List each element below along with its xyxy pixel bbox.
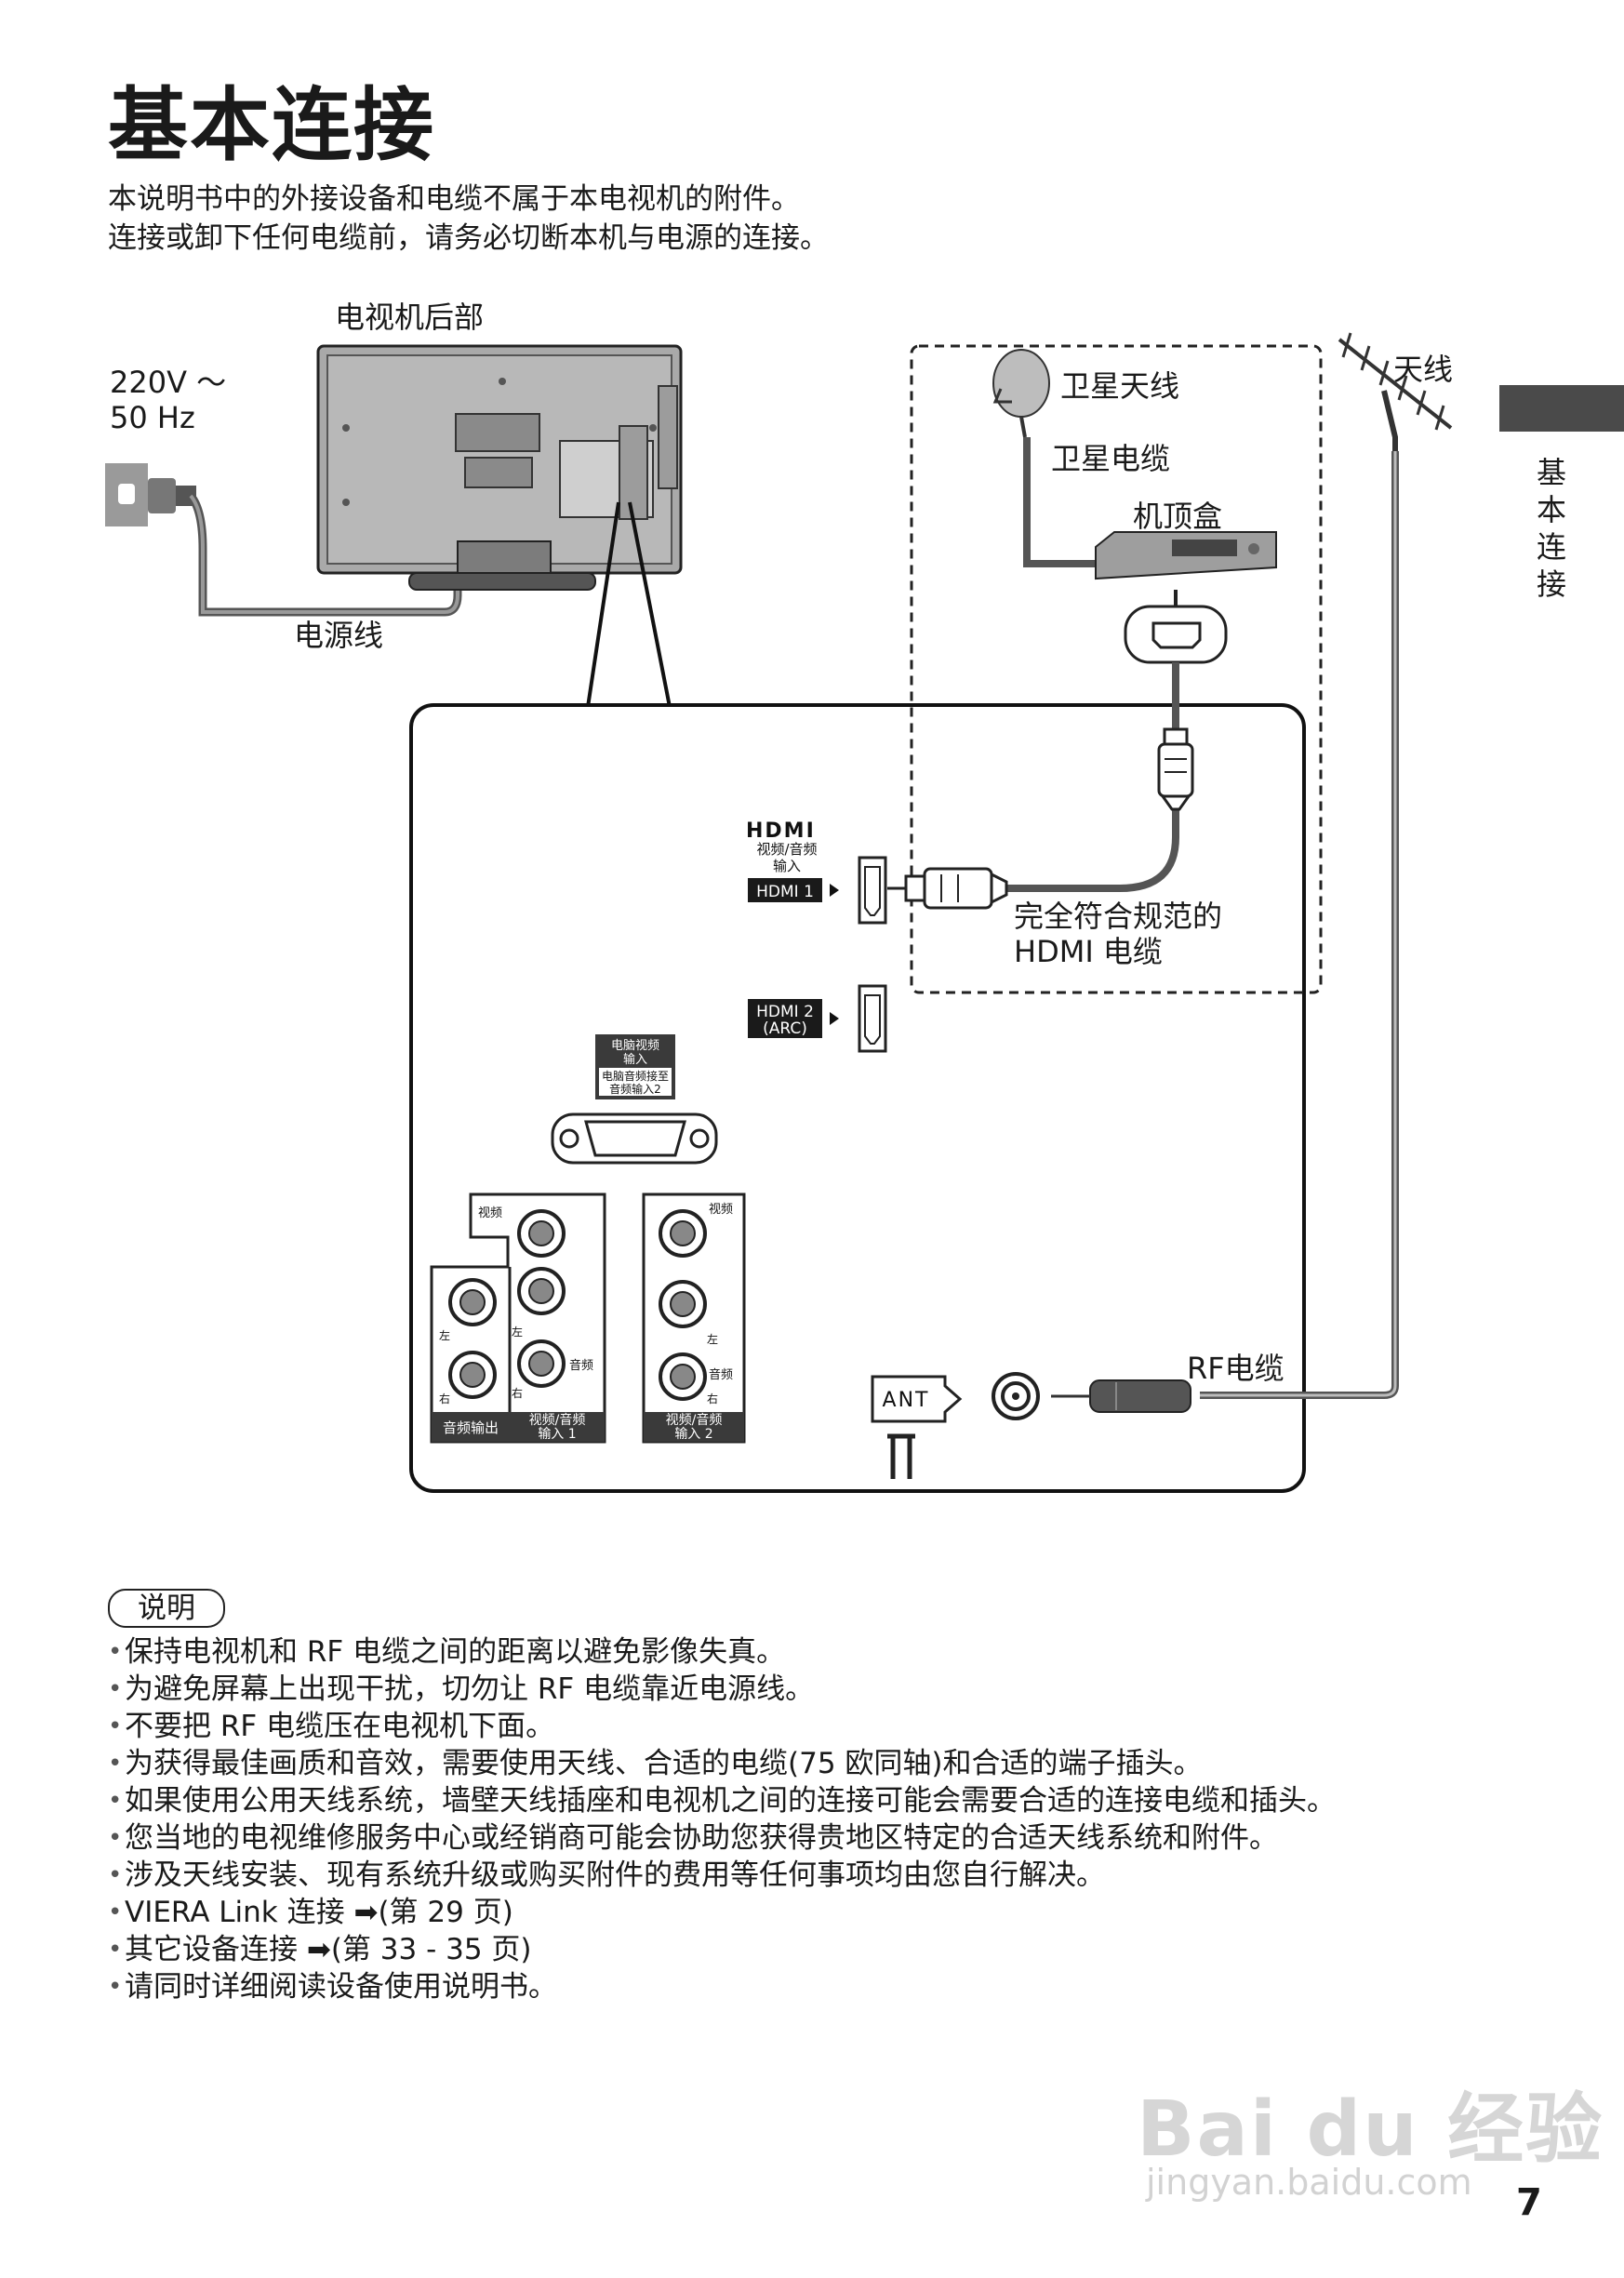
hdmi-cable-label-1: 完全符合规范的: [1014, 899, 1223, 934]
list-item: 为获得最佳画质和音效，需要使用天线、合适的电缆(75 欧同轴)和合适的端子插头。: [108, 1745, 1484, 1782]
settop-box-icon: [1095, 531, 1277, 580]
hdmi-cable: [1006, 662, 1179, 892]
pc-label-2: 输入: [623, 1052, 647, 1067]
watermark-url: jingyan.baidu.com: [1146, 2162, 1472, 2203]
power-spec-line2: 50 Hz: [110, 400, 195, 435]
hdmi-av-in-label-1: 视频/音频: [756, 841, 817, 858]
list-item: 请同时详细阅读设备使用说明书。: [108, 1968, 1484, 2005]
av2-video-label: 视频: [709, 1203, 733, 1217]
pc-audio-label-1: 电脑音频接至: [602, 1069, 669, 1083]
hdmi1-port: [858, 856, 887, 925]
list-item: 保持电视机和 RF 电缆之间的距离以避免影像失真。: [108, 1633, 1484, 1671]
av2-left-label: 左: [707, 1332, 718, 1346]
av1-right-label: 右: [512, 1386, 523, 1400]
hdmi2-label-1: HDMI 2: [756, 1003, 814, 1021]
watermark-brand: Bai du 经验: [1137, 2085, 1604, 2174]
av-in1-label-2: 输入 1: [538, 1427, 576, 1442]
zoom-callout-lines: [586, 501, 672, 708]
wall-outlet-icon: [105, 463, 196, 526]
hdmi-cable-label-2: HDMI 电缆: [1014, 934, 1163, 969]
page-title: 基本连接: [108, 79, 435, 172]
satellite-dish-label: 卫星天线: [1060, 368, 1180, 404]
av1-left-label: 左: [512, 1325, 523, 1339]
intro-line-1: 本说明书中的外接设备和电缆不属于本电视机的附件。: [108, 182, 800, 216]
ant-tag: [871, 1375, 963, 1479]
aout-right-label: 右: [439, 1392, 450, 1405]
hdmi2-badge: [748, 999, 822, 1038]
ant-jack-icon: [992, 1372, 1040, 1420]
antenna-label: 天线: [1393, 352, 1454, 387]
list-item: 不要把 RF 电缆压在电视机下面。: [108, 1708, 1484, 1745]
pc-label-1: 电脑视频: [611, 1039, 659, 1053]
satellite-dish-icon: [992, 349, 1050, 438]
rca-jacks: [448, 1209, 707, 1401]
list-item: 您当地的电视维修服务中心或经销商可能会协助您获得贵地区特定的合适天线系统和附件。: [108, 1819, 1484, 1857]
rf-cable-label: RF电缆: [1187, 1351, 1285, 1386]
section-tab-label: 基 本 连 接: [1536, 455, 1566, 602]
list-item: 如果使用公用天线系统，墙壁天线插座和电视机之间的连接可能会需要合适的连接电缆和插…: [108, 1782, 1484, 1819]
av-in2-label-2: 输入 2: [674, 1427, 712, 1442]
notes-section: 说明 保持电视机和 RF 电缆之间的距离以避免影像失真。 为避免屏幕上出现干扰，…: [108, 1589, 1484, 2005]
intro-text: 本说明书中的外接设备和电缆不属于本电视机的附件。 连接或卸下任何电缆前，请务必切…: [108, 180, 829, 258]
power-spec-line1: 220V ～: [110, 365, 227, 400]
audio-out-label: 音频输出: [443, 1419, 499, 1436]
notes-header: 说明: [108, 1589, 225, 1628]
settop-box-label: 机顶盒: [1133, 499, 1223, 534]
aout-left-label: 左: [439, 1328, 450, 1342]
list-item: 涉及天线安装、现有系统升级或购买附件的费用等任何事项均由您自行解决。: [108, 1857, 1484, 1894]
hdmi-logo: HDMI: [746, 819, 816, 843]
list-item: 为避免屏幕上出现干扰，切勿让 RF 电缆靠近电源线。: [108, 1671, 1484, 1708]
connection-diagram: HDMI 视频/音频 输入 HDMI 1 HDMI 2 (ARC) 电脑视频 输…: [105, 332, 1453, 1493]
ant-label: ANT: [883, 1389, 930, 1412]
intro-line-2: 连接或卸下任何电缆前，请务必切断本机与电源的连接。: [108, 221, 829, 255]
pc-vga-port: [551, 1112, 718, 1165]
av2-audio-label: 音频: [709, 1367, 733, 1382]
satellite-cable: [1023, 437, 1098, 567]
tv-terminal-panel: [409, 703, 1306, 1493]
hdmi-av-in-label-2: 输入: [773, 858, 801, 874]
section-tab-marker: [1499, 385, 1624, 432]
hdmi-plug-vertical: [1157, 727, 1194, 811]
antenna-icon: [1338, 332, 1453, 451]
hdmi2-port: [858, 984, 887, 1053]
satellite-cable-label: 卫星电缆: [1051, 441, 1171, 476]
av2-right-label: 右: [707, 1392, 718, 1405]
hdmi2-label-2: (ARC): [763, 1019, 807, 1038]
notes-list: 保持电视机和 RF 电缆之间的距离以避免影像失真。 为避免屏幕上出现干扰，切勿让…: [108, 1633, 1484, 2005]
rf-plug-icon: [1051, 1379, 1191, 1413]
hdmi-plug-horizontal: [887, 867, 1008, 910]
satellite-group-box: [910, 344, 1323, 994]
power-cord-label: 电源线: [294, 618, 384, 653]
av-in2-label-1: 视频/音频: [666, 1412, 723, 1428]
pc-audio-label-2: 音频输入2: [609, 1082, 661, 1096]
tv-rear-illustration: [316, 344, 683, 591]
list-item: 其它设备连接 ➡(第 33 - 35 页): [108, 1931, 1484, 1968]
hdmi1-badge: [748, 878, 822, 902]
av1-video-label: 视频: [478, 1206, 502, 1220]
hdmi1-label: HDMI 1: [756, 883, 814, 901]
av-in1-label-1: 视频/音频: [529, 1412, 586, 1428]
av1-audio-label: 音频: [569, 1358, 593, 1373]
tv-rear-label: 电视机后部: [335, 300, 485, 335]
page-number: 7: [1516, 2181, 1542, 2224]
list-item: VIERA Link 连接 ➡(第 29 页): [108, 1894, 1484, 1931]
